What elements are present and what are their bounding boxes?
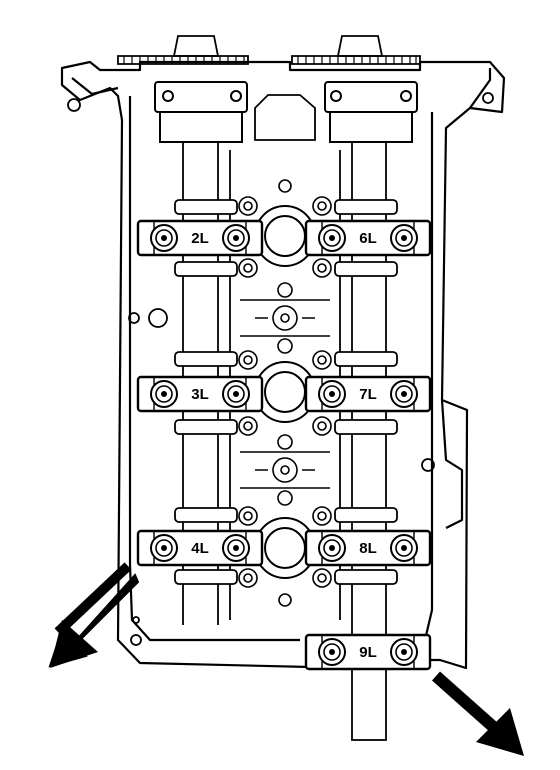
bearing-cap-8l: 8L [304,529,432,567]
cap-bolt [318,638,346,666]
cap-label: 9L [359,644,377,661]
cap-bolt [222,224,250,252]
center-rails [240,299,330,489]
bearing-cap-3l: 3L [136,375,264,413]
cap-bolt [318,380,346,408]
cap-bolt [390,534,418,562]
cap-bolt [318,534,346,562]
camshaft-sprockets [117,35,421,65]
cap-bolt [150,224,178,252]
head-holes [67,92,494,646]
sprocket-teeth [123,56,417,64]
front-bearing-caps [154,81,418,143]
bearing-cap-6l: 6L [304,219,432,257]
arrow-right-bottom-icon [432,671,524,756]
cap-bolt [150,380,178,408]
cap-bolt [390,380,418,408]
cylinder-head-outline [60,60,506,670]
spark-plug-wells [254,205,316,579]
cap-label: 4L [191,540,209,557]
cam-lobes [174,199,398,585]
cap-bolt [390,224,418,252]
cap-label: 7L [359,386,377,403]
bearing-cap-9l: 9L [304,633,432,671]
arrow-left-bottom-icon [48,562,140,668]
bearing-cap-4l: 4L [136,529,264,567]
cap-bolt [150,534,178,562]
bearing-cap-7l: 7L [304,375,432,413]
cap-label: 6L [359,230,377,247]
bearing-caps: 2L 6L 3L 7L 4L 8L 9L [136,219,432,671]
cap-bolt [318,224,346,252]
cap-label: 3L [191,386,209,403]
cap-bolt [390,638,418,666]
center-bolts [238,179,332,607]
cap-bolt [222,534,250,562]
cap-bolt [222,380,250,408]
bearing-cap-2l: 2L [136,219,264,257]
cap-label: 2L [191,230,209,247]
cap-label: 8L [359,540,377,557]
